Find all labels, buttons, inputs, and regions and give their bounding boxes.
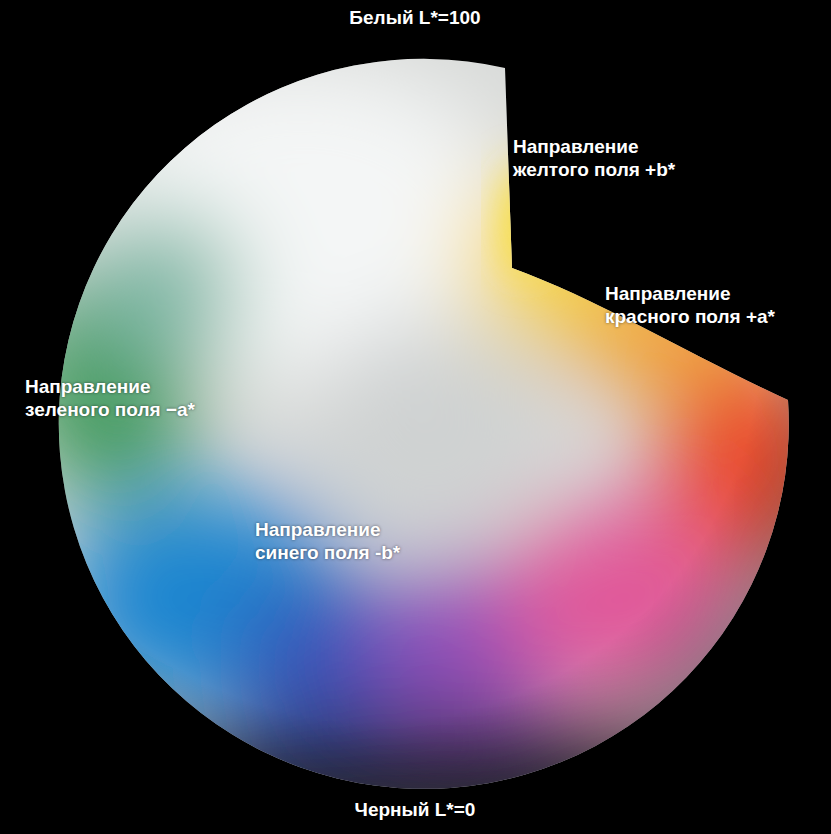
axis-label: Направление зеленого поля −a* [25,375,240,421]
black-point-label: Черный L*=0 [355,798,476,821]
white-point-label: Белый L*=100 [349,6,480,29]
axis-label: Направление красного поля +a* [605,282,815,328]
axis-label: Направление желтого поля +b* [513,135,713,181]
axis-label: Направление синего поля -b* [255,518,445,564]
